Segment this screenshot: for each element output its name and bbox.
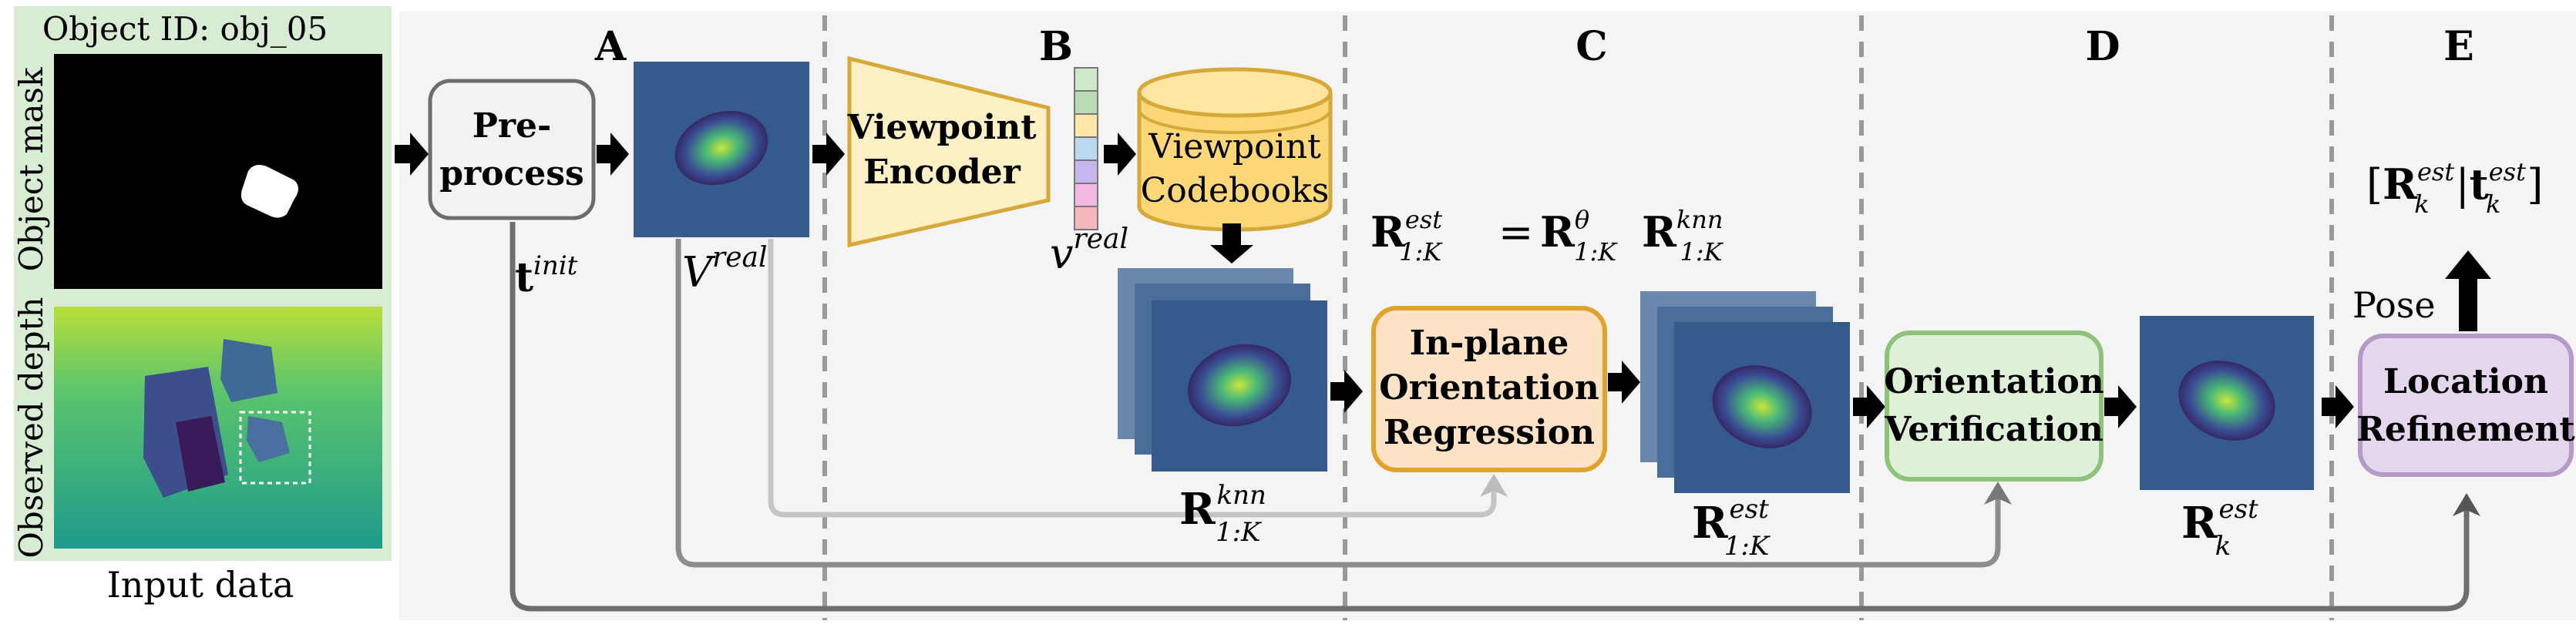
t-init-feedback-line bbox=[509, 222, 2470, 612]
svg-text:Rθ1:K: Rθ1:K bbox=[1540, 205, 1618, 267]
v-real-light-arrowhead bbox=[1480, 474, 1508, 497]
inplane-label-1: In-plane bbox=[1410, 324, 1569, 363]
arrow-input-to-preprocess bbox=[395, 133, 429, 176]
arrow-pose-up bbox=[2445, 250, 2491, 331]
rest-object bbox=[1712, 365, 1812, 448]
arrow-vreal-to-encoder bbox=[812, 133, 845, 176]
inplane-label-2: Orientation bbox=[1379, 368, 1599, 408]
encoder-label-2: Encoder bbox=[863, 153, 1021, 192]
arrow-rest-to-verify bbox=[1853, 385, 1885, 428]
v-real-arrowhead bbox=[1984, 482, 2012, 505]
knn-object bbox=[1187, 344, 1292, 427]
refine-label-1: Location bbox=[2383, 362, 2548, 401]
object-mask-label: Object mask bbox=[12, 67, 50, 271]
viewpoint-encoder-block bbox=[847, 55, 1051, 248]
preprocess-block bbox=[428, 79, 596, 220]
arrow-inplane-to-rest bbox=[1608, 361, 1640, 404]
arrow-knn-to-inplane bbox=[1330, 370, 1363, 413]
t-init-symbol: tinit bbox=[515, 250, 578, 301]
v-real-feedback-line bbox=[675, 239, 2001, 568]
orientation-verification-block bbox=[1885, 331, 2104, 482]
v-real-symbol: Vreal bbox=[682, 242, 768, 297]
t-init-arrowhead bbox=[2453, 493, 2480, 516]
target-bbox bbox=[239, 411, 311, 485]
v-small-symbol: vreal bbox=[1050, 223, 1128, 278]
observed-depth-label: Observed depth bbox=[12, 297, 50, 558]
location-refinement-block bbox=[2358, 334, 2574, 477]
rk-est-object bbox=[2178, 361, 2275, 441]
codebook-label-1: Viewpoint bbox=[1148, 127, 1321, 166]
arrow-preprocess-to-vreal bbox=[597, 133, 629, 176]
depth-object-1 bbox=[220, 339, 277, 402]
vreal-object bbox=[674, 110, 768, 186]
pose-label: Pose bbox=[2352, 284, 2436, 326]
depth-object-3 bbox=[176, 416, 225, 492]
verify-label-1: Orientation bbox=[1884, 362, 2104, 401]
codebook-top bbox=[1137, 67, 1333, 118]
stage-letter-d: D bbox=[2085, 23, 2120, 70]
object-id-label: Object ID: obj_05 bbox=[42, 10, 328, 48]
input-data-caption: Input data bbox=[107, 564, 294, 606]
depth-target-object bbox=[247, 416, 290, 462]
stage-dividers bbox=[822, 15, 2334, 620]
inplane-label-3: Regression bbox=[1384, 413, 1595, 452]
v-real-light-line bbox=[768, 239, 1497, 518]
refine-label-2: Refinement bbox=[2356, 410, 2575, 449]
arrow-codebook-down bbox=[1210, 223, 1253, 263]
preprocess-label-2: process bbox=[439, 154, 584, 193]
mask-blob bbox=[240, 165, 298, 218]
preprocess-label-1: Pre- bbox=[472, 106, 552, 146]
stage-letter-e: E bbox=[2443, 23, 2474, 70]
stage-letter-b: B bbox=[1039, 23, 1073, 70]
inplane-regression-block bbox=[1371, 306, 1607, 472]
verify-label-2: Verification bbox=[1884, 410, 2104, 449]
arrow-verify-to-rk bbox=[2104, 385, 2137, 428]
svg-text:=: = bbox=[1498, 208, 1533, 257]
latent-vector bbox=[1074, 67, 1098, 230]
arrow-rk-to-refine bbox=[2322, 385, 2354, 428]
encoder-label-1: Viewpoint bbox=[846, 108, 1037, 147]
arrow-vector-to-codebook bbox=[1104, 133, 1136, 176]
stage-letter-c: C bbox=[1576, 23, 1607, 70]
codebook-label-2: Codebooks bbox=[1141, 171, 1330, 210]
object-mask-image bbox=[54, 54, 382, 289]
stage-letter-a: A bbox=[594, 23, 627, 70]
